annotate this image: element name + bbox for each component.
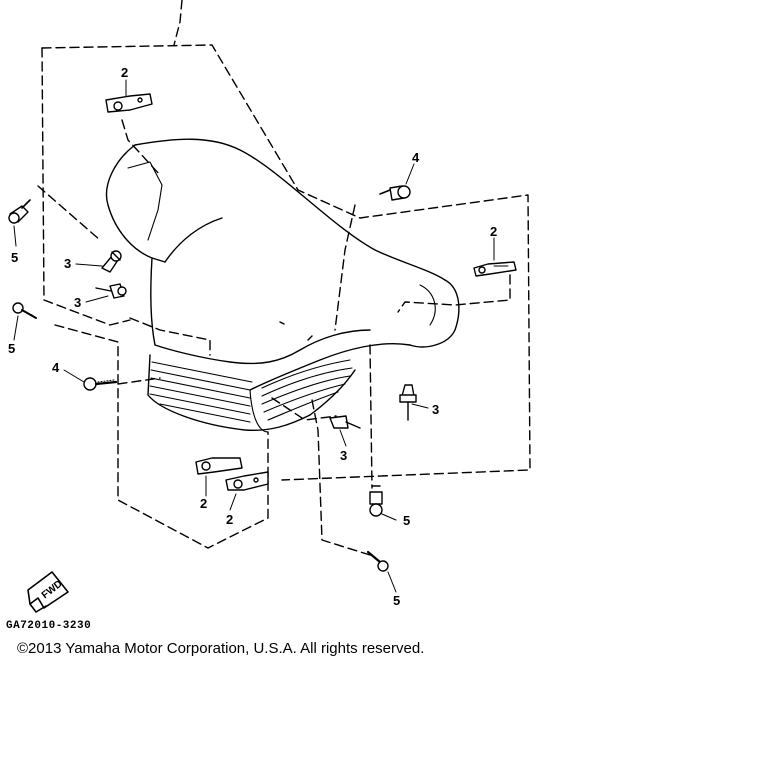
- callout-5-bottom: 5: [393, 593, 400, 608]
- callout-5-bottom-mid: 5: [403, 513, 410, 528]
- front-cover-body: [105, 138, 460, 433]
- callout-numbers: 2 4 2 5 3 3 5 4 3 3 2 2 5 5: [8, 65, 497, 608]
- callout-3-mid-left: 3: [74, 295, 81, 310]
- fwd-arrow-icon: FWD: [27, 571, 69, 613]
- callout-3-right: 3: [432, 402, 439, 417]
- rivet-center: [329, 415, 361, 429]
- screw-top-right: [379, 185, 411, 201]
- bracket-bottom-left: [195, 457, 243, 475]
- callout-5-mid-left: 5: [8, 341, 15, 356]
- rivet-upper-left: [101, 250, 122, 273]
- grille-slats: [149, 359, 353, 423]
- callout-4-left: 4: [52, 360, 60, 375]
- rivet-mid-left: [95, 283, 127, 299]
- screw-mid-left: [12, 302, 37, 319]
- callout-3-upper-left: 3: [64, 256, 71, 271]
- bracket-bottom-mid: [225, 471, 269, 491]
- callout-2-right: 2: [490, 224, 497, 239]
- screw-bottom: [366, 550, 389, 572]
- part-code-label: GA72010-3230: [6, 620, 92, 632]
- assembly-outline: [37, 0, 531, 556]
- bracket-top: [105, 93, 153, 113]
- screw-left-4: [83, 377, 118, 391]
- leader-lines: [13, 79, 495, 593]
- screw-bottom-mid: [369, 485, 383, 517]
- screw-upper-left: [8, 199, 31, 224]
- callout-3-center: 3: [340, 448, 347, 463]
- callout-2-bottom-mid: 2: [226, 512, 233, 527]
- copyright-notice: ©2013 Yamaha Motor Corporation, U.S.A. A…: [17, 640, 425, 657]
- callout-5-upper-left: 5: [11, 250, 18, 265]
- callout-2-bottom-left: 2: [200, 496, 207, 511]
- callout-4-top: 4: [412, 150, 420, 165]
- rivet-right: [399, 384, 417, 421]
- bracket-right: [473, 261, 517, 277]
- callout-2-top: 2: [121, 65, 128, 80]
